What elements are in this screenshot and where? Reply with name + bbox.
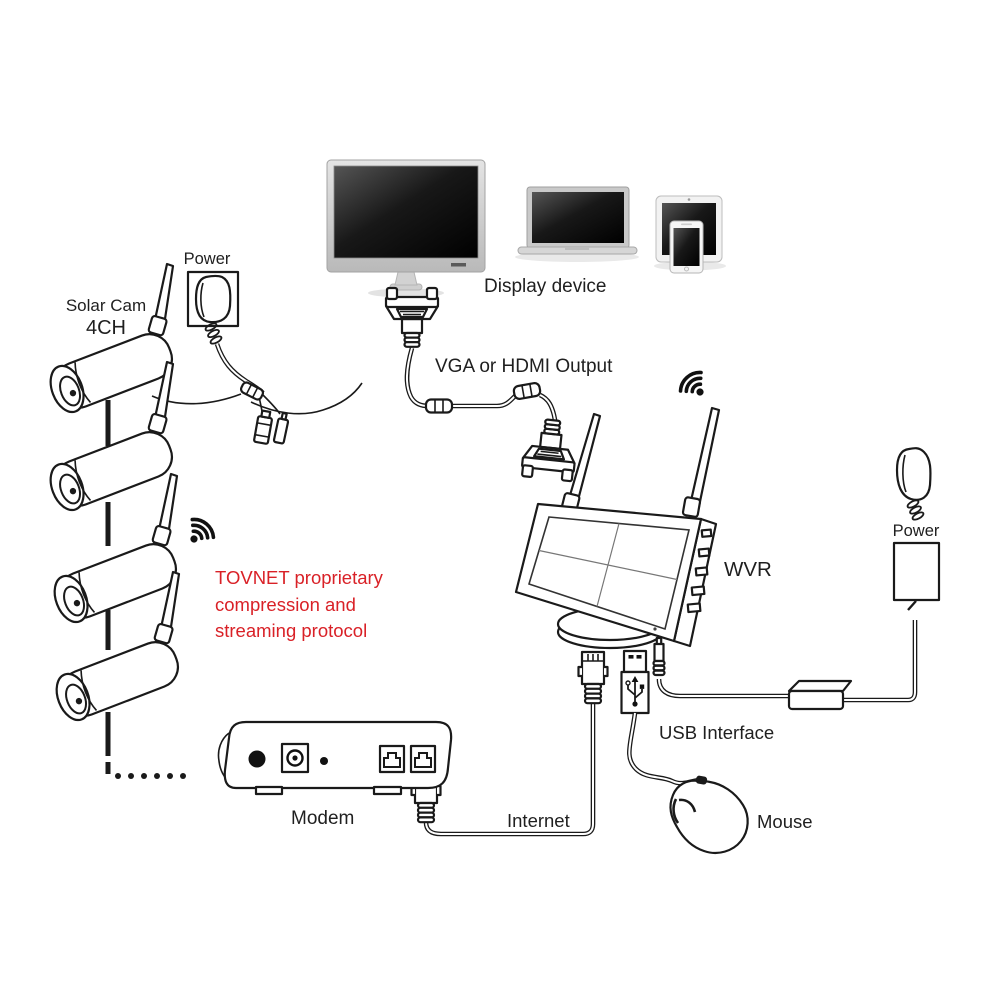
monitor-icon (326, 159, 486, 298)
mouse-label: Mouse (757, 811, 813, 832)
wvr-device-icon (514, 406, 721, 650)
bnc-plug-icon (253, 409, 273, 445)
wvr-dc-plug-icon (652, 636, 666, 677)
wifi-signal-icon (179, 513, 219, 553)
camera-power-label: Power (183, 250, 231, 268)
usb-plug-icon (620, 649, 650, 715)
mouse-icon (669, 775, 749, 855)
camera-power-splitter (151, 344, 363, 445)
smartphone-icon (669, 220, 704, 274)
internet-label: Internet (507, 810, 570, 831)
modem-dc-jack-icon (280, 742, 310, 774)
vga-connector-icon (384, 286, 440, 348)
solar-cam-name: Solar Cam (65, 296, 147, 315)
modem-label: Modem (291, 808, 355, 829)
dotted-link-line (115, 773, 186, 779)
channel-count: 4CH (85, 317, 126, 339)
vga-cable (407, 348, 555, 420)
protocol-note: TOVNET proprietary compression and strea… (215, 565, 383, 645)
bullet-camera-icon (43, 262, 180, 418)
wvr-antenna-icon (560, 406, 721, 518)
ethernet-port-icon (378, 744, 406, 774)
wvr-label: WVR (724, 558, 772, 581)
camera-power-adapter-icon (186, 270, 240, 345)
wvr-side-ports (686, 528, 713, 614)
protocol-note-line: TOVNET proprietary (215, 567, 383, 588)
wvr-power-adapter-icon (892, 447, 941, 602)
dc-plug-icon (272, 411, 290, 445)
display-device-label: Display device (484, 276, 607, 297)
ethernet-port-icon (409, 744, 437, 774)
modem-power-button (248, 750, 266, 768)
rj45-plug-icon (577, 650, 609, 705)
vga-connector-icon (519, 416, 580, 483)
power-cable (659, 600, 916, 700)
usb-interface-label: USB Interface (659, 722, 775, 743)
protocol-note-line: compression and (215, 593, 356, 615)
solar-cam-label: Solar Cam 4CH (56, 296, 156, 340)
modem-reset-dot (320, 757, 328, 765)
usb-symbol-icon (625, 676, 645, 707)
vga-hdmi-output-label: VGA or HDMI Output (435, 356, 613, 377)
laptop-icon (515, 186, 639, 262)
wifi-signal-icon (674, 366, 715, 406)
protocol-note-line: streaming protocol (215, 620, 368, 641)
power-brick-icon (787, 679, 853, 711)
modem-icon (217, 720, 453, 796)
wvr-power-label: Power (892, 522, 940, 540)
